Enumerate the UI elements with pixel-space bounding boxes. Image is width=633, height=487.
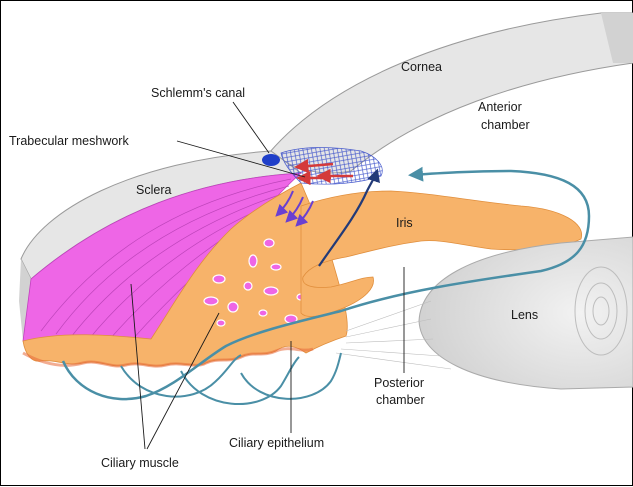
label-cornea: Cornea <box>401 60 442 74</box>
label-anterior-chamber-2: chamber <box>481 118 530 132</box>
label-schlemms-canal: Schlemm's canal <box>151 86 245 100</box>
label-iris: Iris <box>396 216 413 230</box>
label-ciliary-epithelium: Ciliary epithelium <box>229 436 324 450</box>
label-trabecular-meshwork: Trabecular meshwork <box>9 134 129 148</box>
label-posterior-chamber-2: chamber <box>376 393 425 407</box>
label-anterior-chamber-1: Anterior <box>478 100 522 114</box>
label-lens: Lens <box>511 308 538 322</box>
schlemms-canal-shape <box>262 154 280 166</box>
label-sclera: Sclera <box>136 183 171 197</box>
label-ciliary-muscle: Ciliary muscle <box>101 456 179 470</box>
leader-schlemms-canal <box>233 102 269 153</box>
label-posterior-chamber-1: Posterior <box>374 376 424 390</box>
